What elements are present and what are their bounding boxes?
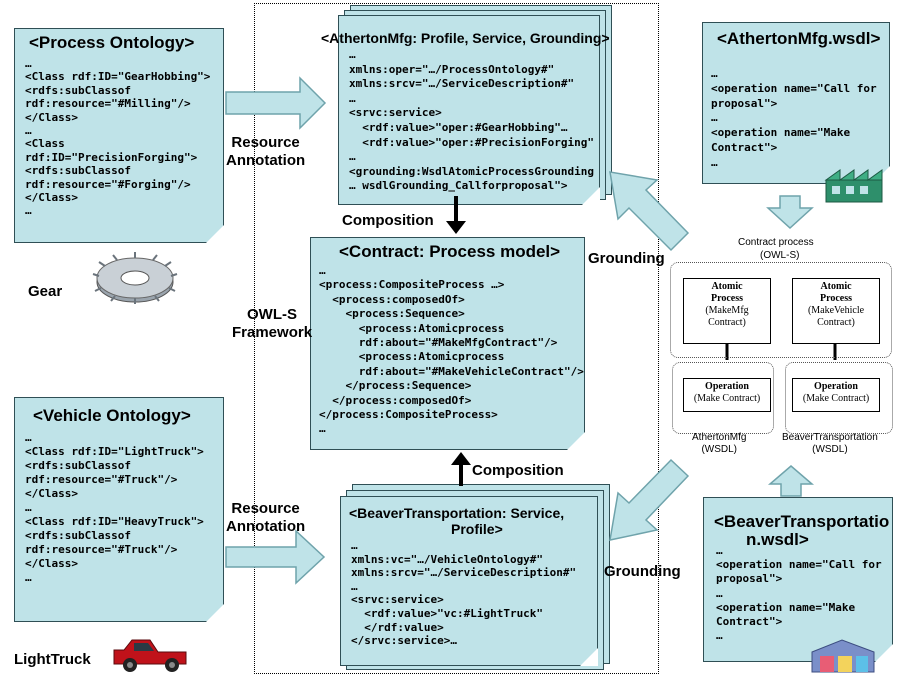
process-ontology-code: … <Class rdf:ID="GearHobbing"> <rdfs:sub… [25, 57, 211, 218]
lighttruck-image [113, 639, 187, 672]
operation-right: Operation (Make Contract) [792, 378, 880, 412]
resource-annotation-arrow-top [225, 76, 327, 130]
contract-model-title: <Contract: Process model> [339, 242, 561, 261]
operation-left-title: Operation [705, 381, 749, 392]
beaver-wsdl-title-line2: n.wsdl> [746, 530, 809, 549]
atomic-process-right: Atomic Process (MakeVehicle Contract) [792, 278, 880, 344]
contract-process-label-line2: (OWL-S) [760, 250, 800, 261]
wsdl-up-arrow [767, 465, 815, 497]
owls-framework-label: OWL-S Framework [232, 306, 313, 341]
operation-left: Operation (Make Contract) [683, 378, 771, 412]
grounding-label-bottom: Grounding [604, 563, 681, 580]
atherton-wsdl-title: <AthertonMfg.wsdl> [717, 29, 881, 48]
contract-process-model-document: <Contract: Process model> … <process:Com… [310, 237, 585, 450]
operation-right-title: Operation [814, 381, 858, 392]
atherton-wsdl-code: … <operation name="Call for proposal"> …… [711, 67, 877, 169]
operation-left-sub: (Make Contract) [693, 393, 761, 404]
contract-model-code: … <process:CompositeProcess …> <process:… [319, 264, 584, 436]
beaver-wsdl-code: … <operation name="Call for proposal"> …… [716, 544, 882, 643]
beaver-profile-code: … xmlns:vc="…/VehicleOntology#" xmlns:sr… [351, 539, 577, 648]
beaver-profile-title-line2: Profile> [451, 521, 503, 537]
vehicle-ontology-title: <Vehicle Ontology> [33, 406, 191, 425]
contract-process-label-line1: Contract process [738, 237, 814, 248]
atherton-wsdl-group [672, 362, 774, 434]
atherton-profile-code: … xmlns:oper="…/ProcessOntology#" xmlns:… [349, 48, 595, 193]
wsdl-left-label: AthertonMfg (WSDL) [692, 432, 747, 455]
grounding-label-top: Grounding [588, 250, 665, 267]
beaver-profile-document: <BeaverTransportation: Service, Profile>… [340, 496, 598, 666]
atomic-process-right-sub: (MakeVehicle Contract) [807, 305, 865, 328]
composition-label-top: Composition [342, 212, 434, 229]
contract-process-group [670, 262, 892, 358]
beaver-wsdl-title-line1: <BeaverTransportatio [714, 512, 890, 531]
gear-image [92, 252, 178, 304]
atherton-profile-document: <AthertonMfg: Profile, Service, Groundin… [321, 15, 610, 205]
atomic-process-left-title: Atomic Process [710, 281, 744, 304]
resource-annotation-arrow-bottom [225, 529, 326, 585]
composition-label-bottom: Composition [472, 462, 564, 479]
atherton-profile-title: <AthertonMfg: Profile, Service, Groundin… [321, 30, 610, 46]
atomic-process-left: Atomic Process (MakeMfg Contract) [683, 278, 771, 344]
operation-right-sub: (Make Contract) [802, 393, 870, 404]
factory-icon [824, 169, 883, 203]
beaver-wsdl-document: <BeaverTransportatio n.wsdl> … <operatio… [703, 497, 893, 662]
atherton-wsdl-document: <AthertonMfg.wsdl> … <operation name="Ca… [702, 22, 890, 184]
warehouse-icon [811, 639, 875, 673]
lighttruck-label: LightTruck [14, 651, 91, 668]
resource-annotation-label-top: Resource Annotation [226, 134, 306, 169]
resource-annotation-label-bottom: Resource Annotation [226, 500, 306, 535]
atomic-process-right-title: Atomic Process [819, 281, 853, 304]
process-ontology-document: <Process Ontology> … <Class rdf:ID="Gear… [14, 28, 224, 243]
gear-label: Gear [28, 283, 63, 300]
vehicle-ontology-code: … <Class rdf:ID="LightTruck"> <rdfs:subC… [25, 431, 204, 584]
beaver-wsdl-group [785, 362, 893, 434]
wsdl-down-arrow [766, 195, 814, 230]
process-ontology-title: <Process Ontology> [29, 33, 195, 52]
grounding-arrow-bottom [609, 458, 690, 541]
wsdl-right-label: BeaverTransportation (WSDL) [782, 432, 878, 455]
beaver-profile-title-line1: <BeaverTransportation: Service, [349, 505, 565, 521]
atomic-process-left-sub: (MakeMfg Contract) [705, 305, 749, 328]
grounding-arrow-top [609, 171, 690, 252]
vehicle-ontology-document: <Vehicle Ontology> … <Class rdf:ID="Ligh… [14, 397, 224, 622]
owls-framework-frame [254, 3, 659, 674]
